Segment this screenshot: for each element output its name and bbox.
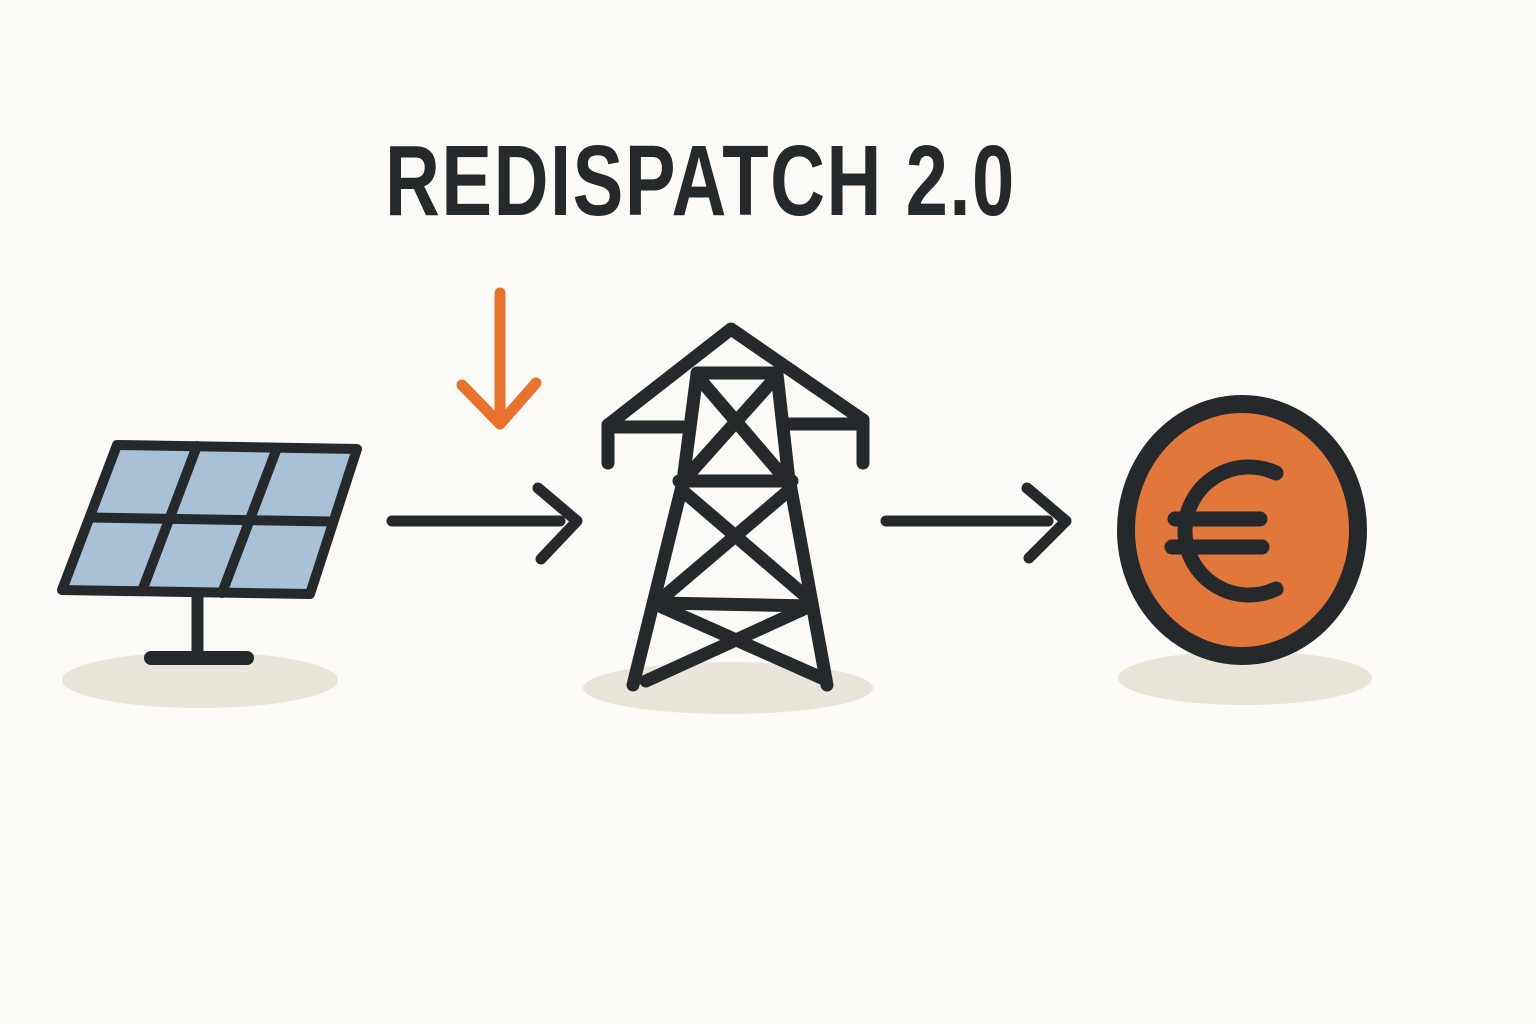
euro-coin-icon [1117,395,1372,705]
down-arrow-icon [456,287,542,430]
solar-panel-icon [57,440,362,708]
page-title: REDISPATCH 2.0 [385,125,1016,237]
right-arrow-icon [880,482,1072,564]
tower-structure [601,322,870,692]
right-arrow-head [532,482,583,565]
transmission-tower-icon [583,322,873,714]
euro-coin-body [1117,395,1367,665]
solar-panel-grid [84,441,339,598]
euro-symbol [1164,459,1284,603]
solar-panel-shadow [62,652,338,708]
euro-coin-shadow [1118,651,1372,705]
right-arrow-head [1021,482,1072,564]
down-arrow-head [456,377,542,430]
right-arrow-icon [386,482,583,565]
